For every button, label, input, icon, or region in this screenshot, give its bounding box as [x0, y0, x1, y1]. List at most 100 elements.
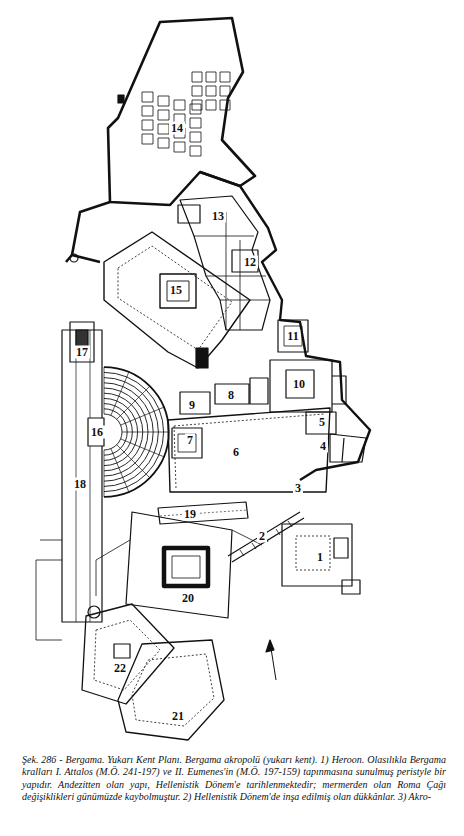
- upper-agora: [118, 640, 224, 740]
- room: [284, 326, 302, 346]
- callout-number: 16: [89, 426, 105, 439]
- callout-number: 1: [315, 551, 325, 564]
- callout-number: 12: [242, 256, 258, 269]
- stair: [117, 445, 150, 478]
- storage-building: [190, 132, 201, 142]
- stoa: [76, 330, 90, 622]
- stair: [121, 407, 164, 425]
- wall: [36, 540, 62, 640]
- callout-number: 17: [74, 346, 90, 359]
- storage-building: [206, 100, 216, 110]
- storage-building: [192, 100, 202, 110]
- colonnade: [160, 510, 247, 516]
- stair: [111, 372, 129, 415]
- colonnade: [132, 654, 214, 726]
- storage-building: [220, 72, 230, 82]
- altar-terrace: [126, 512, 232, 618]
- callout-number: 7: [185, 434, 195, 447]
- building: [270, 360, 332, 412]
- great-altar: [164, 548, 208, 586]
- storage-building: [192, 72, 202, 82]
- storage-building: [142, 106, 153, 116]
- storage-building: [158, 124, 169, 134]
- stair: [121, 439, 164, 457]
- storage-building: [174, 100, 185, 110]
- terrace-buttress: [196, 348, 208, 368]
- sanctuary-court: [168, 408, 330, 492]
- stair: [104, 367, 105, 414]
- callout-number: 5: [317, 416, 327, 429]
- shops: [228, 512, 304, 562]
- stoa: [174, 414, 324, 488]
- stoa: [158, 502, 248, 524]
- callout-number: 11: [285, 330, 300, 343]
- callout-number: 8: [226, 389, 236, 402]
- room: [332, 376, 346, 404]
- storage-building: [206, 86, 216, 96]
- storage-building: [142, 92, 153, 102]
- storage-buildings: [142, 72, 230, 156]
- north-arrow-head: [266, 640, 274, 652]
- storage-building: [158, 96, 169, 106]
- callout-number: 20: [180, 592, 196, 605]
- altar-court: [172, 556, 200, 578]
- building: [180, 392, 210, 414]
- figure-caption: Şek. 286 - Bergama. Yukarı Kent Planı. B…: [22, 754, 446, 804]
- callout-number: 15: [168, 284, 184, 297]
- callout-number: 19: [182, 508, 198, 521]
- callout-number: 22: [112, 662, 128, 675]
- shop-walls: [240, 521, 292, 556]
- storage-building: [142, 134, 153, 144]
- palace: [180, 196, 270, 330]
- seating-row: [104, 367, 169, 497]
- temple: [70, 322, 94, 362]
- storage-building: [158, 138, 169, 148]
- room: [342, 580, 360, 594]
- temple: [172, 428, 202, 458]
- cella: [167, 281, 189, 301]
- courtyard: [286, 370, 314, 398]
- wall: [96, 530, 262, 596]
- room: [232, 250, 258, 272]
- callout-number: 9: [187, 399, 197, 412]
- seating-row: [104, 414, 122, 450]
- callout-number: 14: [169, 122, 185, 135]
- cella: [178, 434, 196, 452]
- fortification-wall: [108, 18, 255, 205]
- heroon: [282, 524, 352, 586]
- peristyle: [296, 536, 330, 570]
- stair: [104, 450, 105, 497]
- callout-number: 3: [293, 482, 303, 495]
- building: [215, 384, 249, 404]
- plan-walls: [36, 18, 370, 740]
- stair: [122, 432, 169, 433]
- building: [250, 378, 268, 404]
- storage-building: [142, 120, 153, 130]
- fortification-wall: [66, 202, 110, 262]
- room: [178, 205, 200, 223]
- shops: [330, 434, 366, 462]
- storage-building: [206, 72, 216, 82]
- stage: [88, 418, 104, 446]
- temple: [160, 274, 196, 308]
- tower: [70, 254, 78, 262]
- stair: [111, 449, 129, 492]
- callout-number: 21: [170, 710, 186, 723]
- temple-terrace: [104, 232, 250, 368]
- agora-building: [82, 604, 174, 704]
- room: [334, 538, 348, 558]
- callout-number: 10: [291, 378, 307, 391]
- callout-number: 6: [231, 446, 241, 459]
- callout-number: 4: [318, 440, 328, 453]
- storage-building: [190, 118, 201, 128]
- temple: [114, 644, 130, 658]
- callout-number: 2: [257, 530, 267, 543]
- tower: [118, 95, 124, 103]
- callout-number: 18: [72, 478, 88, 491]
- callout-number: 13: [210, 210, 226, 223]
- storage-building: [174, 142, 185, 152]
- theatre: [104, 367, 169, 497]
- room-walls: [194, 212, 270, 330]
- storage-building: [158, 110, 169, 120]
